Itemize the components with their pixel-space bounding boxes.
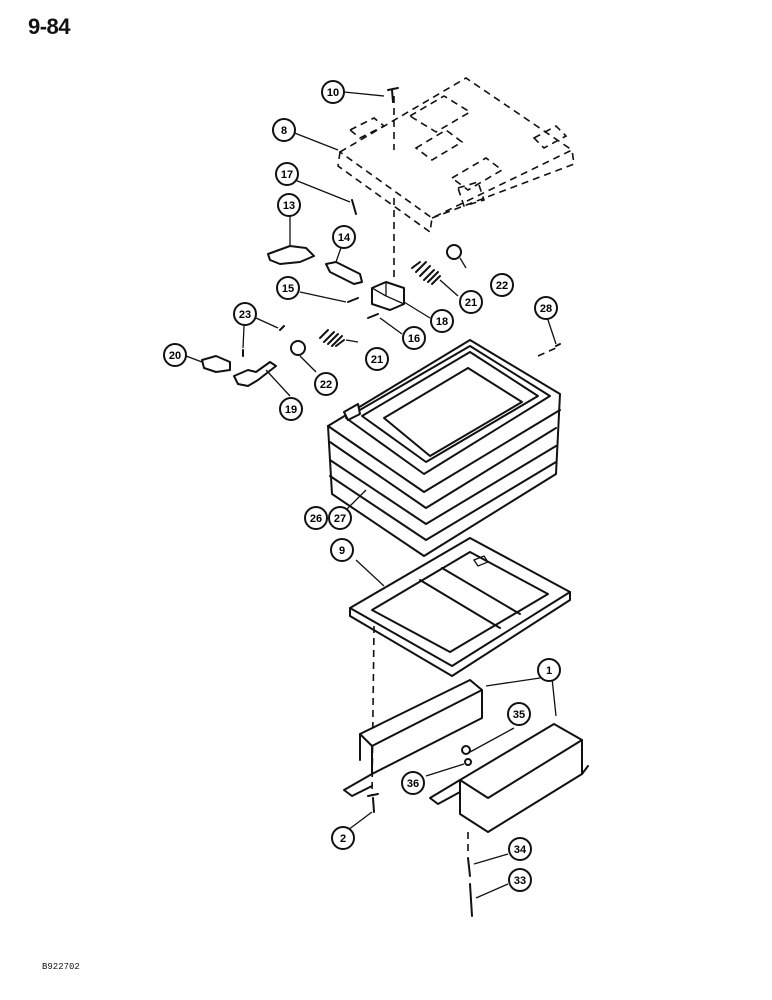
callout-1: 1 bbox=[537, 658, 561, 682]
svg-text:34: 34 bbox=[514, 844, 527, 856]
svg-text:33: 33 bbox=[514, 875, 526, 887]
svg-text:16: 16 bbox=[408, 333, 420, 345]
handle-rod-part bbox=[233, 361, 277, 387]
callout-36: 36 bbox=[401, 771, 425, 795]
mounting-bracket-part bbox=[429, 723, 589, 833]
bolt-part bbox=[367, 793, 379, 813]
svg-text:17: 17 bbox=[281, 169, 293, 181]
callout-26: 26 bbox=[304, 506, 328, 530]
svg-text:14: 14 bbox=[338, 232, 351, 244]
spring-part bbox=[319, 261, 441, 347]
svg-text:22: 22 bbox=[496, 280, 508, 292]
callout-19: 19 bbox=[279, 397, 303, 421]
link-part bbox=[325, 261, 363, 285]
callout-8: 8 bbox=[272, 118, 296, 142]
page-number: 9-84 bbox=[28, 14, 71, 39]
svg-text:2: 2 bbox=[340, 833, 346, 845]
callout-22-lower: 22 bbox=[314, 372, 338, 396]
base-frame-part bbox=[349, 537, 571, 677]
callout-14: 14 bbox=[332, 225, 356, 249]
callout-35: 35 bbox=[507, 702, 531, 726]
spring-cap-part bbox=[446, 244, 462, 260]
svg-text:27: 27 bbox=[334, 513, 346, 525]
callout-33: 33 bbox=[508, 868, 532, 892]
callout-28: 28 bbox=[534, 296, 558, 320]
svg-text:13: 13 bbox=[283, 200, 295, 212]
callout-18: 18 bbox=[430, 309, 454, 333]
svg-text:19: 19 bbox=[285, 404, 297, 416]
svg-text:22: 22 bbox=[320, 379, 332, 391]
callout-21-upper: 21 bbox=[459, 290, 483, 314]
callout-23: 23 bbox=[233, 302, 257, 326]
svg-text:35: 35 bbox=[513, 709, 525, 721]
svg-text:1: 1 bbox=[546, 665, 552, 677]
lever-part bbox=[267, 245, 315, 265]
svg-text:9: 9 bbox=[339, 545, 345, 557]
callout-27: 27 bbox=[328, 506, 352, 530]
spring-pin-part bbox=[351, 199, 357, 215]
bellows-part bbox=[327, 339, 561, 557]
svg-text:15: 15 bbox=[282, 283, 294, 295]
spring-cap-part bbox=[290, 340, 306, 356]
callout-34: 34 bbox=[508, 837, 532, 861]
svg-text:21: 21 bbox=[371, 354, 383, 366]
svg-text:8: 8 bbox=[281, 125, 287, 137]
callout-15: 15 bbox=[276, 276, 300, 300]
svg-text:23: 23 bbox=[239, 309, 251, 321]
callout-9: 9 bbox=[330, 538, 354, 562]
svg-text:26: 26 bbox=[310, 513, 322, 525]
svg-text:36: 36 bbox=[407, 778, 419, 790]
figure-code: B922702 bbox=[42, 962, 80, 972]
svg-text:28: 28 bbox=[540, 303, 552, 315]
knob-part bbox=[201, 355, 231, 373]
svg-text:18: 18 bbox=[436, 316, 448, 328]
callout-22-upper: 22 bbox=[490, 273, 514, 297]
leader-lines bbox=[185, 91, 557, 899]
svg-text:10: 10 bbox=[327, 87, 339, 99]
mounting-bracket-part bbox=[343, 679, 483, 797]
callout-16: 16 bbox=[402, 326, 426, 350]
callout-20: 20 bbox=[163, 343, 187, 367]
latch-block-part bbox=[371, 281, 405, 311]
svg-text:21: 21 bbox=[465, 297, 477, 309]
seat-plate-part bbox=[337, 77, 575, 234]
bolt-part bbox=[387, 87, 399, 103]
svg-text:20: 20 bbox=[169, 350, 181, 362]
callout-10: 10 bbox=[321, 80, 345, 104]
callout-2: 2 bbox=[331, 826, 355, 850]
callout-17: 17 bbox=[275, 162, 299, 186]
callout-13: 13 bbox=[277, 193, 301, 217]
callout-21-lower: 21 bbox=[365, 347, 389, 371]
